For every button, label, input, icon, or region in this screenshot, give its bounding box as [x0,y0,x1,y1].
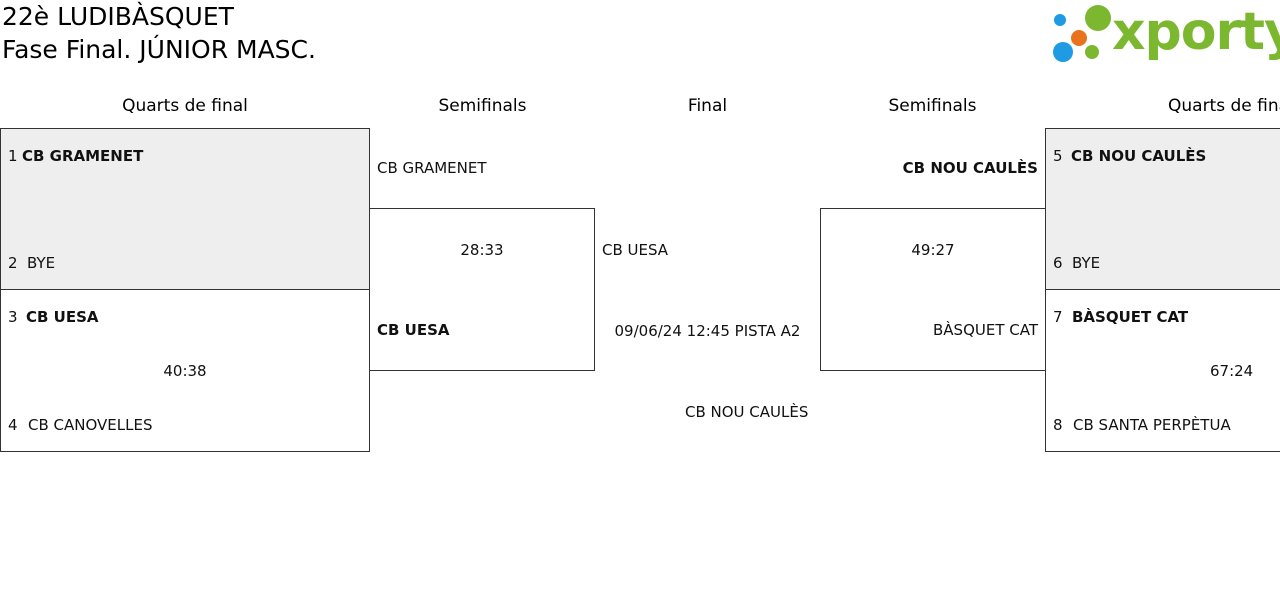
logo-dots-icon [1053,5,1111,62]
semi-match-1 [369,208,595,371]
xporty-logo-text: xporty [1112,2,1280,62]
seed-number: 5 [1053,147,1063,165]
seed-number: 8 [1053,416,1063,434]
final-top-team: CB UESA [602,241,669,259]
quarter-2-top-entry: 3 CB UESA [8,307,99,327]
round-header-left-quarters: Quarts de final [122,96,248,116]
semi-2-score: 49:27 [911,241,955,259]
final-bottom-team: CB NOU CAULÈS [685,403,809,421]
quarter-2-score: 40:38 [163,362,207,380]
quarter-match-4 [1045,289,1280,452]
team-name: CB UESA [26,308,99,326]
page-title: 22è LUDIBÀSQUET [2,2,234,31]
quarter-3-top-entry: 5 CB NOU CAULÈS [1053,146,1206,166]
seed-number: 4 [8,416,18,434]
round-header-right-quarters: Quarts de final [1168,96,1280,116]
quarter-4-score: 67:24 [1210,362,1254,380]
team-name: CB SANTA PERPÈTUA [1073,416,1231,434]
semi-2-bottom-team: BÀSQUET CAT [933,321,1038,339]
team-name: CB CANOVELLES [28,416,153,434]
seed-number: 2 [8,254,18,272]
quarter-2-bottom-entry: 4 CB CANOVELLES [8,415,152,435]
quarter-match-1 [0,128,370,290]
team-name: BYE [1072,254,1101,272]
seed-number: 3 [8,308,18,326]
seed-number: 6 [1053,254,1063,272]
seed-number: 1 [8,147,18,165]
team-name: CB NOU CAULÈS [1071,147,1207,165]
quarter-3-bottom-entry: 6 BYE [1053,253,1100,273]
seed-number: 7 [1053,308,1063,326]
quarter-1-bottom-entry: 2 BYE [8,253,55,273]
quarter-4-bottom-entry: 8 CB SANTA PERPÈTUA [1053,415,1231,435]
team-name: BÀSQUET CAT [1072,308,1189,326]
round-header-final: Final [687,96,728,116]
xporty-logo [1050,4,1276,68]
semi-match-2 [820,208,1046,371]
semi-1-score: 28:33 [460,241,504,259]
team-name: CB GRAMENET [22,147,144,165]
final-schedule: 09/06/24 12:45 PISTA A2 [614,322,801,340]
semi-1-top-team: CB GRAMENET [377,159,487,177]
round-header-right-semis: Semifinals [888,96,977,116]
page-subtitle: Fase Final. JÚNIOR MASC. [2,35,316,64]
semi-2-top-team: CB NOU CAULÈS [902,159,1038,177]
team-name: BYE [27,254,56,272]
semi-1-bottom-team: CB UESA [377,321,450,339]
round-header-left-semis: Semifinals [438,96,527,116]
quarter-4-top-entry: 7 BÀSQUET CAT [1053,307,1188,327]
